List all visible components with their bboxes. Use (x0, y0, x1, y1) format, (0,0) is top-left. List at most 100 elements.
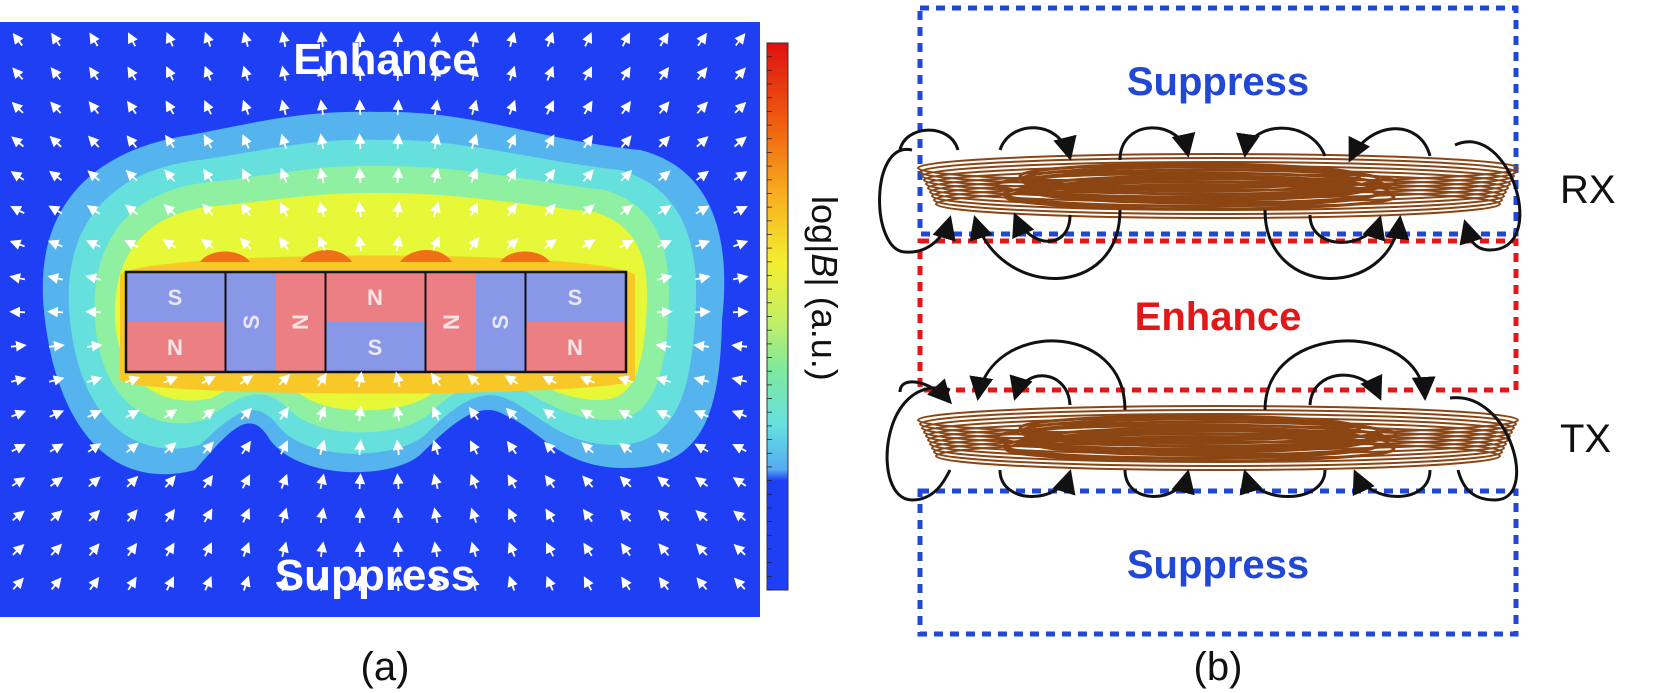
rx-loop-bottom-2 (1012, 212, 1072, 243)
field-arrow (10, 375, 27, 386)
field-arrow (430, 65, 442, 82)
field-arrow (50, 510, 63, 522)
field-arrow (582, 134, 594, 149)
field-arrow (126, 475, 139, 488)
field-arrow (127, 32, 138, 47)
field-arrow (392, 507, 404, 524)
field-arrow (469, 440, 480, 455)
coil-winding-inner (994, 423, 1386, 451)
field-arrow (732, 273, 749, 284)
field-arrow (468, 99, 479, 115)
colorbar-label-prefix: log| (804, 196, 845, 253)
field-arrow (544, 65, 555, 81)
field-arrow (469, 507, 480, 523)
field-arrow (430, 201, 441, 217)
field-arrow (11, 477, 26, 488)
field-arrow (10, 340, 27, 352)
field-arrow (694, 476, 709, 488)
field-arrow (619, 204, 634, 216)
field-arrow (619, 239, 634, 250)
field-arrow (733, 510, 747, 522)
magnet-5-top-pole: S (568, 285, 583, 310)
field-arrow (468, 167, 479, 183)
field-arrow (507, 474, 518, 489)
field-arrow (278, 575, 289, 592)
field-arrow (354, 201, 366, 218)
field-arrow (733, 205, 748, 216)
field-arrow (354, 405, 366, 422)
tx-loop-bottom-3 (1239, 469, 1327, 498)
field-arrow (543, 408, 557, 420)
field-arrow (240, 541, 251, 557)
field-arrow (544, 474, 556, 489)
field-arrow (696, 67, 708, 81)
field-arrow (48, 205, 63, 216)
field-arrow (88, 576, 100, 591)
field-arrow (88, 509, 101, 522)
field-arrow (695, 510, 708, 522)
field-arrow (658, 135, 671, 148)
field-arrow (126, 509, 138, 522)
field-arrow (733, 171, 748, 182)
panel-b: Suppress Enhance Suppress RX TX (b) (878, 5, 1616, 689)
field-arrow (581, 239, 596, 250)
field-arrow (506, 440, 518, 455)
field-arrow (734, 33, 746, 47)
field-arrow (49, 135, 62, 148)
field-arrow (507, 508, 518, 523)
field-arrow (354, 167, 366, 184)
panel-a-bottom-label: Suppress (275, 551, 476, 600)
field-arrow (468, 65, 479, 82)
magnet-3: N S (326, 272, 425, 372)
field-arrow (124, 239, 139, 250)
field-arrow (12, 577, 24, 590)
field-arrow (582, 508, 594, 523)
field-arrow (619, 475, 632, 488)
magnet-4-left-pole: N (439, 314, 464, 330)
field-arrow (392, 541, 404, 558)
magnet-1: S N (126, 272, 225, 372)
magnet-1-top-pole: S (168, 285, 183, 310)
field-arrow (201, 375, 216, 386)
field-arrow (544, 31, 555, 47)
field-arrow (87, 170, 100, 182)
field-arrow (279, 167, 290, 183)
field-arrows (9, 31, 749, 592)
field-arrow (86, 340, 103, 352)
field-arrow (87, 135, 100, 148)
field-arrow (203, 65, 214, 81)
field-arrow (658, 543, 670, 556)
field-arrow (85, 239, 101, 250)
field-arrow (620, 100, 632, 115)
field-arrow (392, 167, 404, 184)
field-arrow (657, 239, 673, 250)
magnet-3-top-pole: N (367, 285, 383, 310)
field-arrow (47, 306, 64, 318)
contour-red-hotspots (200, 250, 550, 262)
field-arrow (582, 475, 594, 488)
field-arrow (240, 474, 251, 489)
field-arrow (468, 202, 479, 217)
field-arrow (544, 203, 557, 216)
field-arrow (241, 133, 252, 149)
panel-b-top-label: Suppress (1127, 60, 1309, 104)
field-arrow (49, 443, 64, 454)
field-arrow (506, 65, 517, 81)
field-arrow (125, 442, 139, 454)
field-arrow (732, 306, 749, 318)
field-arrow (278, 507, 289, 523)
colorbar: log|B| (a.u.) (766, 42, 845, 591)
field-arrow (316, 473, 327, 489)
field-arrow (50, 67, 62, 81)
field-arrow (202, 575, 213, 591)
field-arrow (239, 237, 252, 250)
field-arrow (240, 507, 251, 523)
rx-loop-left-outer-top (898, 128, 960, 151)
field-arrow (544, 441, 556, 454)
field-arrow (278, 541, 289, 558)
field-arrow (392, 235, 403, 252)
colorbar-label-suffix: | (a.u.) (804, 277, 845, 380)
rx-loop-left-outer (878, 148, 956, 254)
panel-b-bottom-label: Suppress (1127, 543, 1309, 587)
field-arrow (469, 541, 480, 557)
